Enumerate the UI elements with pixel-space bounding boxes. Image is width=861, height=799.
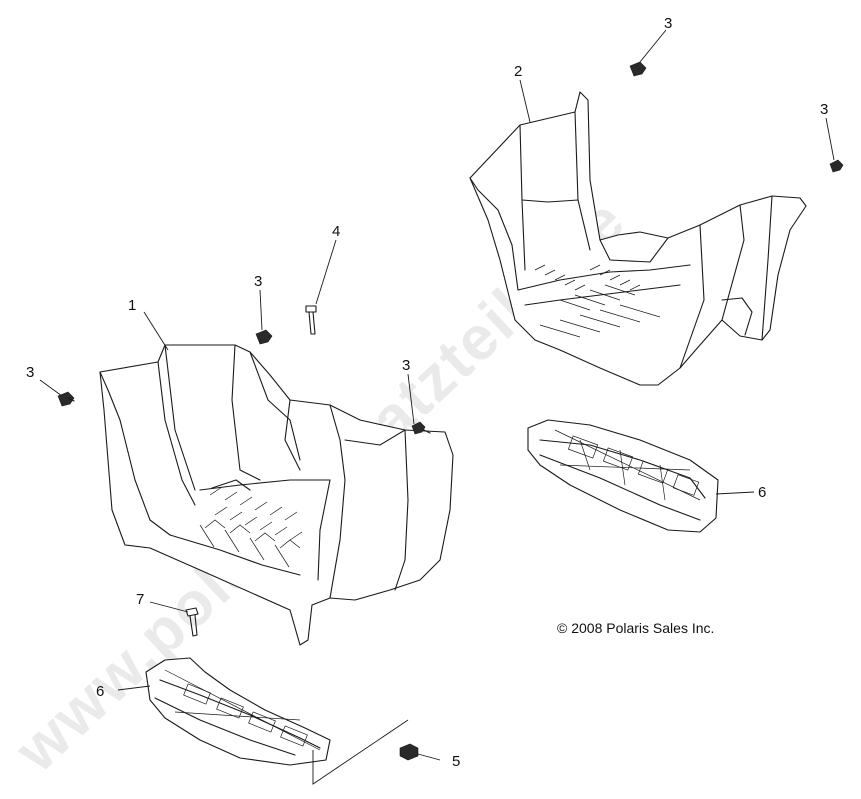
fastener-3-center	[255, 329, 273, 345]
callout-5: 5	[452, 753, 460, 770]
callout-3-top: 3	[664, 15, 672, 32]
footrest-right	[527, 419, 719, 533]
callout-2: 2	[514, 63, 522, 80]
copyright-text: © 2008 Polaris Sales Inc.	[557, 620, 714, 636]
fastener-3-left	[57, 391, 75, 407]
fastener-3-mid-right	[411, 421, 431, 435]
fastener-3-far-right	[829, 159, 844, 173]
screw-7	[185, 607, 199, 637]
bolt-4	[305, 305, 317, 335]
nut-5	[399, 743, 419, 761]
footrest-left	[145, 657, 331, 766]
footwell-right	[469, 91, 807, 386]
fastener-3-top	[629, 61, 647, 77]
callout-6-left: 6	[96, 683, 104, 700]
callout-6-right: 6	[758, 484, 766, 501]
leader-lines	[39, 29, 835, 785]
callout-7: 7	[136, 591, 144, 608]
callout-3-left: 3	[26, 364, 34, 381]
footwell-left	[99, 344, 454, 646]
callout-3-mid-right: 3	[402, 357, 410, 374]
callout-4: 4	[332, 223, 340, 240]
callout-1: 1	[128, 297, 136, 314]
callout-3-far-right: 3	[820, 101, 828, 118]
callout-3-center: 3	[254, 273, 262, 290]
